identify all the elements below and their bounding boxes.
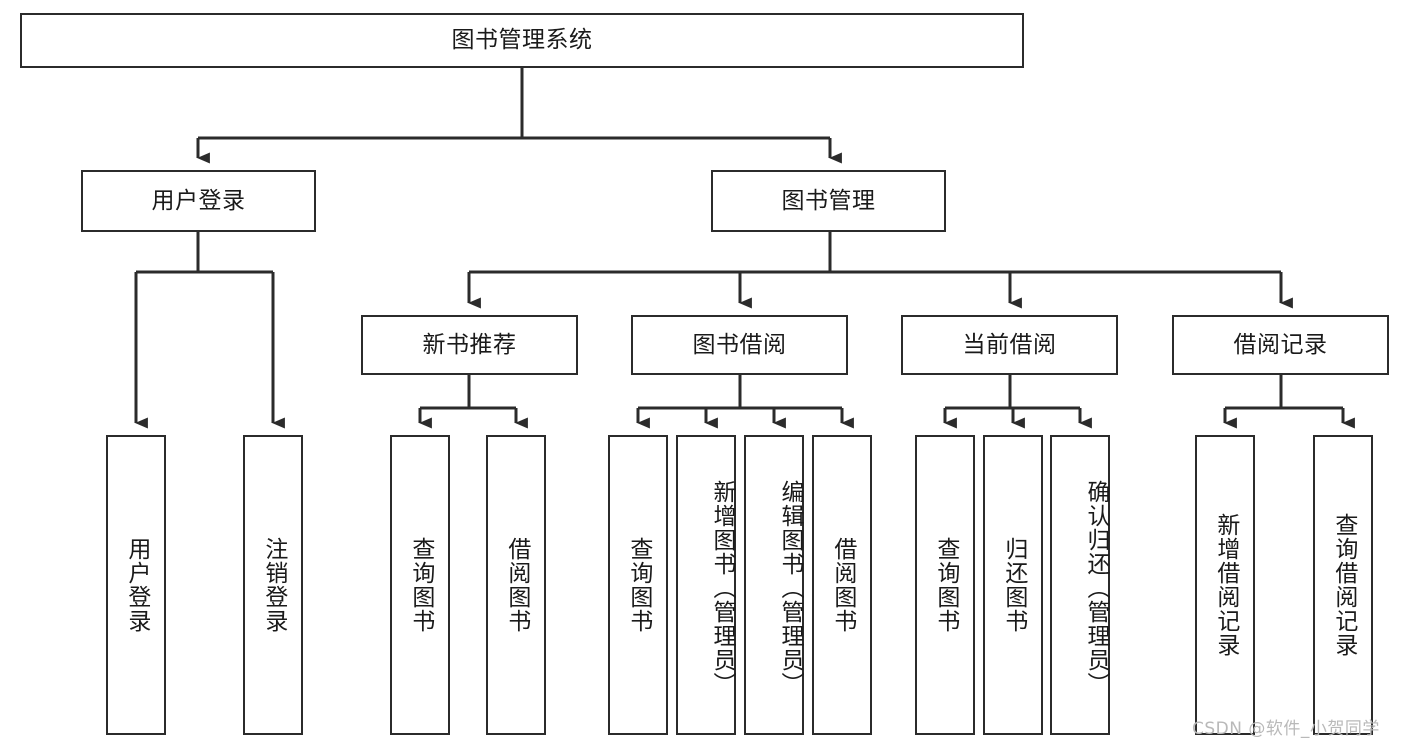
node-root-book-management-system[interactable]: 图书管理系统 bbox=[20, 13, 1024, 68]
leaf-bookborrow-query-books[interactable]: 查询图书 bbox=[608, 435, 668, 735]
node-label: 借阅图书 bbox=[829, 537, 856, 633]
node-label: 借阅图书 bbox=[503, 537, 530, 633]
node-new-book-recommend[interactable]: 新书推荐 bbox=[361, 315, 578, 375]
node-book-borrow[interactable]: 图书借阅 bbox=[631, 315, 848, 375]
node-label: 新书推荐 bbox=[422, 331, 517, 358]
node-label: 归还图书 bbox=[1000, 537, 1027, 633]
node-label: 注销登录 bbox=[260, 537, 287, 633]
leaf-currentborrow-query-books[interactable]: 查询图书 bbox=[915, 435, 975, 735]
node-label: 用户登录 bbox=[151, 187, 246, 214]
leaf-bookborrow-add-book-admin[interactable]: 新增图书（管理员） bbox=[676, 435, 736, 735]
node-label: 借阅记录 bbox=[1233, 331, 1328, 358]
node-label: 图书管理 bbox=[781, 187, 876, 214]
node-label: 图书借阅 bbox=[692, 331, 787, 358]
leaf-borrowrecord-query-record[interactable]: 查询借阅记录 bbox=[1313, 435, 1373, 735]
node-label: 编辑图书（管理员） bbox=[777, 480, 803, 696]
leaf-newbook-query-books[interactable]: 查询图书 bbox=[390, 435, 450, 735]
node-label: 新增图书（管理员） bbox=[709, 480, 735, 696]
node-label: 查询图书 bbox=[407, 537, 434, 633]
node-label: 当前借阅 bbox=[962, 331, 1057, 358]
leaf-logout[interactable]: 注销登录 bbox=[243, 435, 303, 735]
node-borrow-record[interactable]: 借阅记录 bbox=[1172, 315, 1389, 375]
node-label: 新增借阅记录 bbox=[1212, 513, 1239, 657]
node-label: 图书管理系统 bbox=[451, 27, 593, 54]
leaf-borrowrecord-add-record[interactable]: 新增借阅记录 bbox=[1195, 435, 1255, 735]
leaf-user-login[interactable]: 用户登录 bbox=[106, 435, 166, 735]
leaf-newbook-borrow-books[interactable]: 借阅图书 bbox=[486, 435, 546, 735]
node-current-borrow[interactable]: 当前借阅 bbox=[901, 315, 1118, 375]
leaf-bookborrow-borrow-books[interactable]: 借阅图书 bbox=[812, 435, 872, 735]
csdn-watermark: CSDN @软件_小贺同学 bbox=[1192, 719, 1380, 739]
node-label: 查询借阅记录 bbox=[1330, 513, 1357, 657]
leaf-bookborrow-edit-book-admin[interactable]: 编辑图书（管理员） bbox=[744, 435, 804, 735]
node-book-management[interactable]: 图书管理 bbox=[711, 170, 946, 232]
node-label: 确认归还（管理员） bbox=[1083, 480, 1109, 696]
leaf-currentborrow-confirm-return-admin[interactable]: 确认归还（管理员） bbox=[1050, 435, 1110, 735]
leaf-currentborrow-return-books[interactable]: 归还图书 bbox=[983, 435, 1043, 735]
node-label: 查询图书 bbox=[932, 537, 959, 633]
node-label: 用户登录 bbox=[123, 537, 150, 633]
node-user-login[interactable]: 用户登录 bbox=[81, 170, 316, 232]
node-label: 查询图书 bbox=[625, 537, 652, 633]
